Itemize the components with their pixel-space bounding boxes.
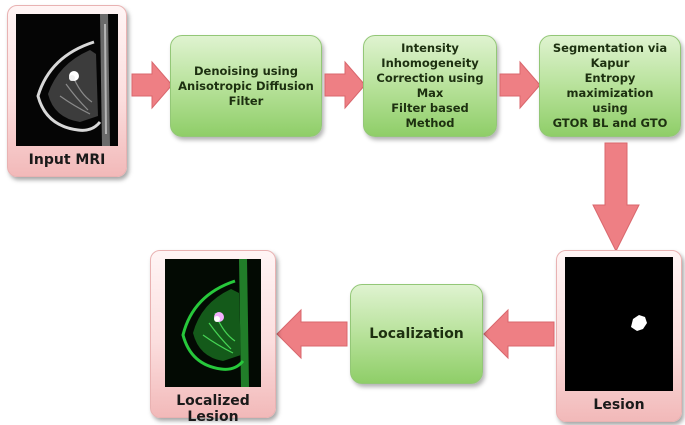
- input-mri-image: [16, 14, 118, 146]
- arrow-right-3: [499, 60, 541, 110]
- step-segmentation: Segmentation via Kapur Entropy maximizat…: [539, 35, 681, 137]
- arrow-right-1: [131, 60, 173, 110]
- lesion-frame: Lesion: [556, 250, 682, 422]
- lesion-caption: Lesion: [593, 397, 645, 413]
- input-mri-frame: Input MRI: [7, 5, 127, 177]
- step-intensity-correction: Intensity Inhomogeneity Correction using…: [363, 35, 497, 137]
- localized-mri-picture: [165, 259, 261, 387]
- lesion-image: [565, 257, 673, 391]
- lesion-mask-picture: [565, 257, 673, 391]
- arrow-right-2: [324, 60, 366, 110]
- step-localization: Localization: [350, 284, 483, 384]
- arrow-down: [592, 142, 640, 253]
- input-mri-caption: Input MRI: [28, 152, 106, 168]
- breast-mri-picture: [16, 14, 118, 146]
- arrow-left-2: [276, 308, 348, 360]
- localized-lesion-frame: Localized Lesion: [150, 250, 276, 425]
- arrow-left-1: [483, 308, 555, 360]
- localized-lesion-caption: Localized Lesion: [176, 393, 250, 425]
- localized-lesion-image: [165, 259, 261, 387]
- step-denoising: Denoising using Anisotropic Diffusion Fi…: [170, 35, 322, 137]
